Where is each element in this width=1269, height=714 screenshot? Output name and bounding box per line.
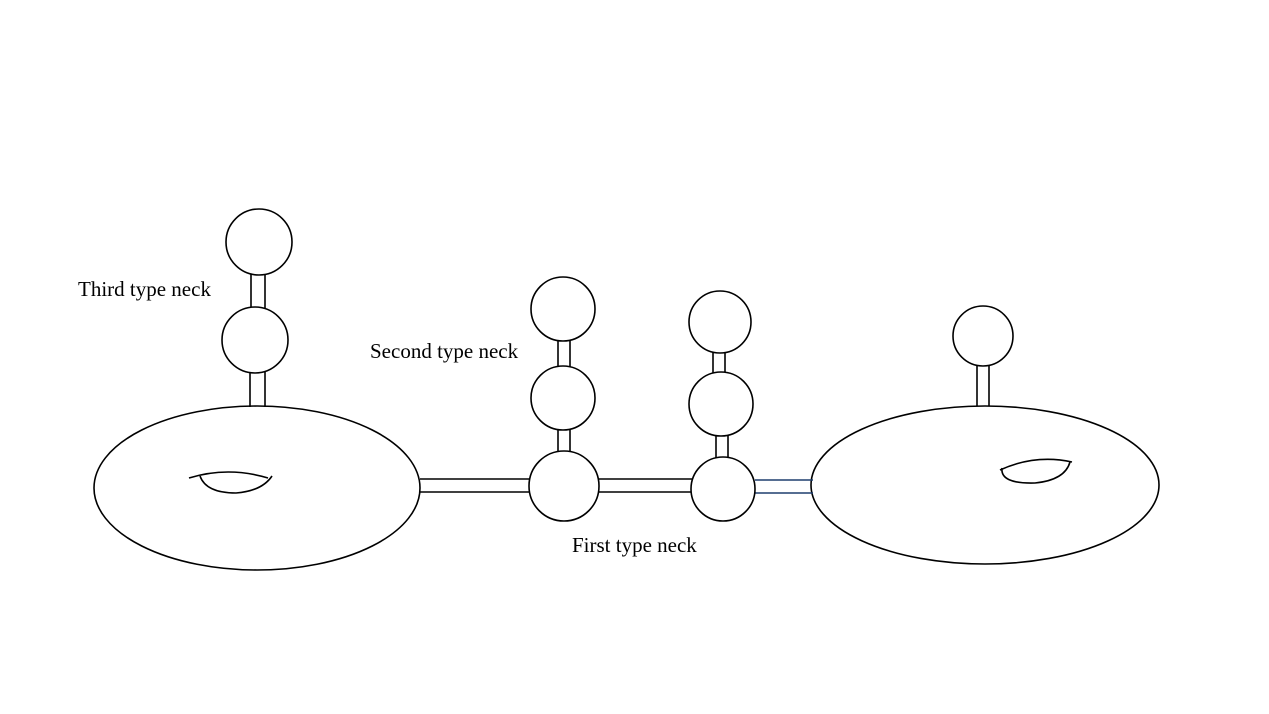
left-upper-sphere <box>225 208 293 276</box>
left-torus-hole-lower <box>199 475 273 494</box>
middle-sphere-chain-2 <box>688 290 756 522</box>
middle1-top-sphere <box>530 276 596 342</box>
right-torus <box>810 405 1160 565</box>
first-type-necks <box>420 478 813 494</box>
middle1-base-sphere <box>528 450 600 522</box>
middle-sphere-chain-1 <box>528 276 600 522</box>
right-torus-hole <box>999 458 1073 471</box>
middle2-top-sphere <box>688 290 752 354</box>
right-top-sphere <box>952 305 1014 367</box>
left-torus-hole <box>188 471 269 479</box>
middle1-mid-sphere <box>530 365 596 431</box>
second-type-neck-label: Second type neck <box>370 339 519 363</box>
right-torus-hole-lower <box>1001 461 1071 484</box>
middle2-mid-sphere <box>688 371 754 437</box>
first-type-neck-label: First type neck <box>572 533 697 557</box>
left-sphere-chain <box>221 208 293 407</box>
third-type-neck-label: Third type neck <box>78 277 211 301</box>
left-torus <box>93 405 421 571</box>
left-lower-sphere <box>221 306 289 374</box>
right-sphere-chain <box>952 305 1014 406</box>
middle2-base-sphere <box>690 456 756 522</box>
